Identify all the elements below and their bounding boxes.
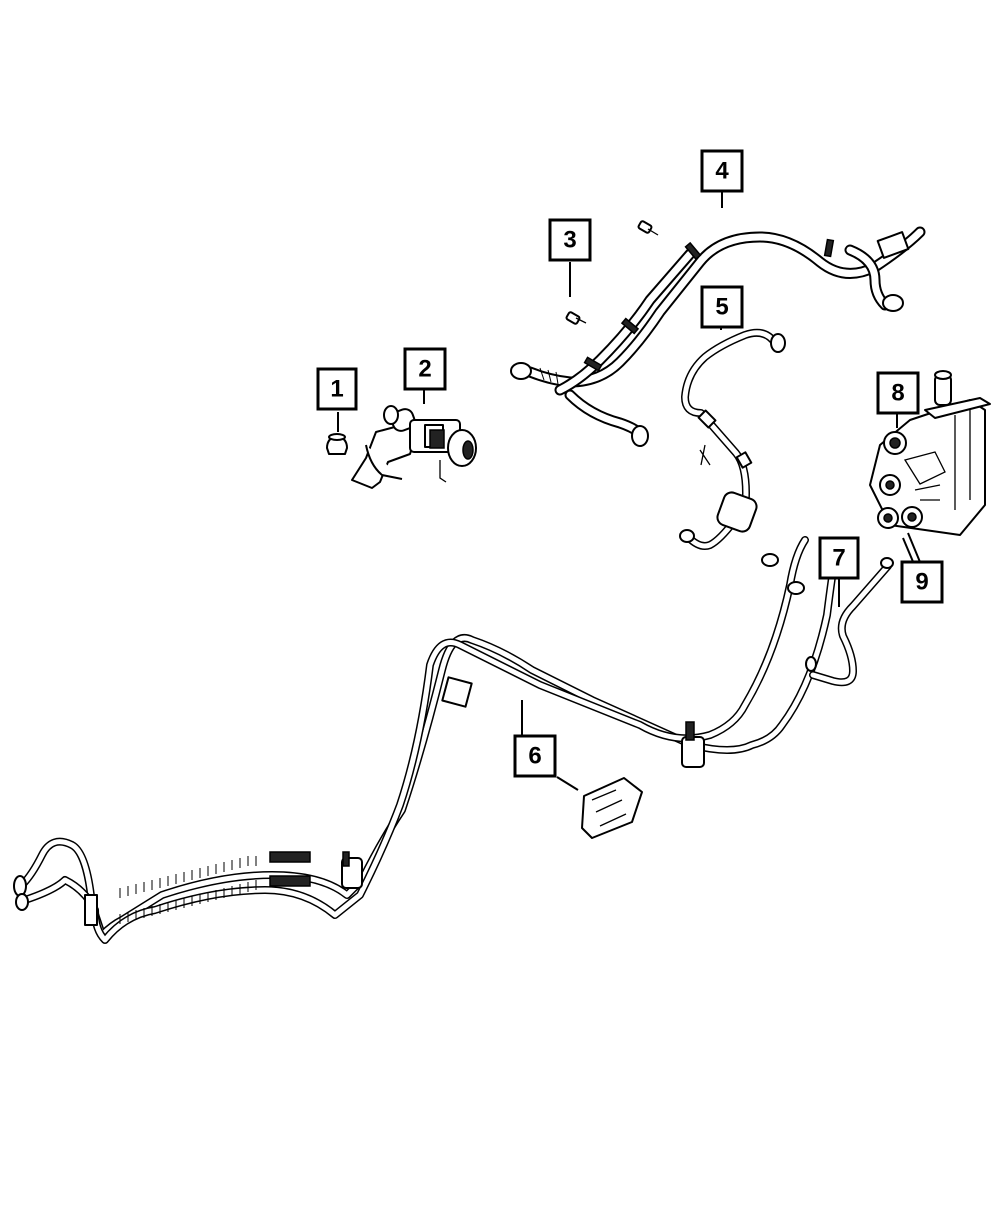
part-3-bolt [565,311,587,325]
callout-2-label: 2 [418,356,431,383]
callout-3-label: 3 [563,227,576,254]
callout-7-label: 7 [832,545,845,572]
callout-6: 6 [513,734,557,778]
callout-1-label: 1 [330,376,343,403]
callout-5-label: 5 [715,294,728,321]
callout-8: 8 [876,371,920,415]
callout-4: 4 [700,149,744,193]
callout-7: 7 [818,536,860,580]
callout-2: 2 [403,347,447,391]
callout-1: 1 [316,367,358,411]
callout-4-label: 4 [715,158,729,185]
insulator-clip [581,777,643,839]
part-6-line-assembly [13,536,841,944]
callout-8-label: 8 [891,380,904,407]
part-5-tube [679,328,786,550]
part-1-cap [326,433,348,455]
part-8-valve-module [869,370,991,536]
part-2-valve [351,405,477,489]
callout-6-label: 6 [528,743,541,770]
callout-5: 5 [700,285,744,329]
callout-9: 9 [900,560,944,604]
part-4-heater-hose [510,226,926,447]
callout-3: 3 [548,218,592,262]
bolt-upper [637,220,659,236]
part-7-tube [805,557,894,687]
callout-9-label: 9 [915,569,928,596]
